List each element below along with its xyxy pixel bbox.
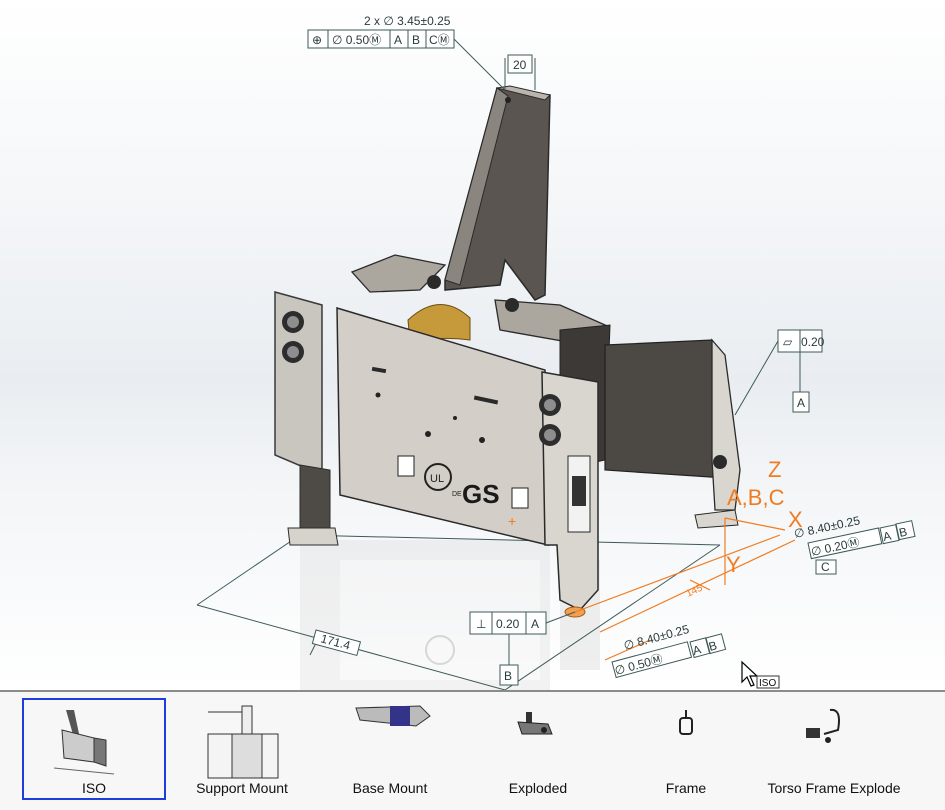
svg-text:0.20: 0.20 — [801, 335, 825, 349]
hole-callout-leader — [453, 38, 536, 91]
flatness-leader — [734, 340, 801, 416]
view-label: Support Mount — [196, 780, 288, 796]
svg-text:B: B — [412, 33, 420, 47]
svg-text:⊕: ⊕ — [312, 33, 322, 47]
base-mount-thumbnail — [355, 705, 431, 727]
view-tile-support-mount[interactable]: Support Mount — [170, 698, 314, 800]
view-label: Exploded — [508, 780, 568, 796]
right-side-panel — [539, 371, 599, 618]
view-tile-iso[interactable]: ISO — [22, 698, 166, 800]
view-label: Torso Frame Explode — [767, 780, 901, 796]
reference-axes: Z A,B,C X Y 145 + — [508, 457, 803, 661]
cursor-view-hint: ISO — [759, 678, 776, 689]
svg-text:A: A — [882, 529, 893, 544]
right-rear-bracket — [694, 338, 741, 529]
svg-text:A: A — [691, 642, 702, 658]
svg-text:∅ 0.50Ⓜ: ∅ 0.50Ⓜ — [332, 33, 381, 47]
frame-thumbnail — [679, 710, 693, 735]
svg-text:2 x ∅ 3.45±0.25: 2 x ∅ 3.45±0.25 — [364, 14, 451, 28]
svg-text:A,B,C: A,B,C — [727, 485, 785, 510]
model-drawing: UL DE GS 2 x ∅ 3.45±0.25 ⊕ — [196, 14, 916, 690]
svg-text:0.20: 0.20 — [496, 617, 520, 631]
svg-text:⏥: ⏥ — [783, 335, 793, 349]
top-mount-plates — [350, 254, 607, 346]
svg-text:⊥: ⊥ — [476, 617, 486, 631]
view-tile-torso-frame-explode[interactable]: Torso Frame Explode — [762, 698, 906, 800]
svg-text:C: C — [821, 560, 830, 574]
view-tile-base-mount[interactable]: Base Mount — [318, 698, 462, 800]
svg-text:B: B — [898, 525, 909, 540]
iso-view-thumbnail — [53, 710, 115, 775]
svg-text:+: + — [508, 513, 516, 529]
front-panel: UL DE GS — [336, 306, 549, 546]
ul-logo: UL DE — [424, 463, 462, 498]
view-tile-frame[interactable]: Frame — [614, 698, 758, 800]
svg-text:B: B — [504, 669, 512, 683]
view-label: Base Mount — [352, 780, 428, 796]
svg-text:A: A — [531, 617, 539, 631]
gs-logo: GS — [462, 479, 500, 509]
svg-text:DE: DE — [452, 491, 462, 498]
bottom-hole-callout: ∅ 8.40±0.25 ∅ 0.50Ⓜ A B — [611, 622, 727, 679]
left-side-panel — [274, 291, 339, 546]
view-label: ISO — [81, 780, 107, 796]
svg-text:20: 20 — [513, 58, 527, 72]
torso-frame-explode-thumbnail — [806, 708, 840, 743]
exploded-thumbnail — [517, 712, 553, 735]
right-hole-callout: ∅ 8.40±0.25 ∅ 0.20Ⓜ A B C — [793, 513, 916, 575]
svg-text:CⓂ: CⓂ — [429, 33, 450, 47]
dimension-171-4: 171.4 — [311, 629, 362, 657]
floor-reflection — [300, 540, 600, 690]
svg-text:145: 145 — [685, 583, 705, 600]
support-mount-thumbnail — [207, 705, 279, 779]
3d-model-viewport[interactable]: UL DE GS 2 x ∅ 3.45±0.25 ⊕ — [0, 0, 945, 690]
view-label: Frame — [665, 780, 707, 796]
view-tile-exploded[interactable]: Exploded — [466, 698, 610, 800]
flatness-callout: ⏥ 0.20 A — [777, 329, 825, 413]
vertical-support-bracket — [444, 85, 551, 301]
svg-text:B: B — [707, 638, 718, 654]
hole-callout-frame: 2 x ∅ 3.45±0.25 ⊕ ∅ 0.50Ⓜ A B CⓂ — [307, 14, 455, 49]
svg-text:UL: UL — [430, 473, 444, 485]
dimension-20-frame: 20 — [507, 54, 533, 74]
svg-text:A: A — [394, 33, 402, 47]
svg-text:Y: Y — [726, 552, 741, 577]
svg-text:A: A — [797, 396, 805, 410]
perpendicularity-leader — [508, 611, 576, 665]
svg-text:X: X — [788, 507, 803, 532]
view-palette: ISO Support Mount Base Mount Exploded Fr… — [0, 690, 945, 810]
svg-text:Z: Z — [768, 457, 781, 482]
